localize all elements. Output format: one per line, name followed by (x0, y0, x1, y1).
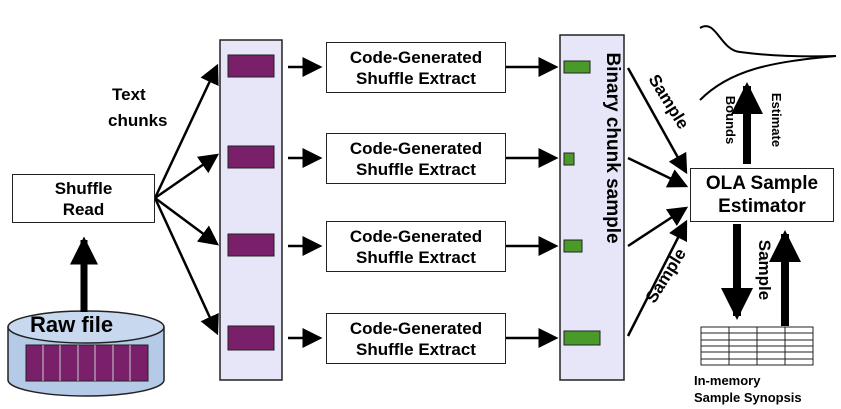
extract-box-3: Code-Generated Shuffle Extract (326, 221, 506, 272)
binary-sample-chunk (563, 239, 583, 253)
extract-label-line2: Shuffle Extract (356, 68, 476, 88)
binary-sample-chunk (563, 330, 601, 346)
synopsis-label-line1: In-memory (694, 373, 761, 388)
extract-label-line1: Code-Generated (349, 226, 483, 246)
synopsis-table (700, 326, 814, 366)
chunk-to-extract-arrows (288, 57, 323, 348)
text-chunks-line1: Text (112, 85, 146, 104)
bounds-label: Bounds (723, 95, 738, 145)
text-chunk (227, 233, 275, 257)
extract-box-2: Code-Generated Shuffle Extract (326, 133, 506, 184)
shuffle-read-label-line1: Shuffle (54, 178, 113, 198)
ola-estimator-box: OLA Sample Estimator (690, 168, 834, 222)
synopsis-label: In-memory Sample Synopsis (694, 372, 802, 406)
ola-label-line2: Estimator (718, 196, 806, 217)
shuffle-read-label-line2: Read (62, 199, 105, 219)
binary-to-ola-arrows (626, 67, 689, 337)
text-chunks-line2: chunks (108, 111, 168, 130)
extract-box-4: Code-Generated Shuffle Extract (326, 313, 506, 364)
extract-label-line1: Code-Generated (349, 138, 483, 158)
text-chunk-column (219, 39, 283, 381)
extract-to-binary-arrows (506, 57, 559, 348)
confidence-bounds-curves (699, 25, 837, 101)
binary-chunk-column (559, 34, 625, 381)
text-chunk (227, 145, 275, 169)
text-chunk (227, 54, 275, 78)
text-chunk (227, 325, 275, 351)
binary-sample-chunk (563, 152, 575, 166)
extract-label-line1: Code-Generated (349, 318, 483, 338)
binary-chunk-sample-label: Binary chunk sample (602, 52, 623, 244)
extract-label-line2: Shuffle Extract (356, 339, 476, 359)
fan-arrows (153, 63, 220, 336)
extract-label-line2: Shuffle Extract (356, 159, 476, 179)
synopsis-label-line2: Sample Synopsis (694, 390, 802, 405)
text-chunks-label: Text chunks (108, 82, 168, 134)
ola-label-line1: OLA Sample (705, 173, 819, 194)
shuffle-read-box: Shuffle Read (12, 174, 155, 223)
extract-label-line2: Shuffle Extract (356, 247, 476, 267)
raw-file-label: Raw file (30, 312, 114, 337)
estimate-label: Estimate (769, 92, 784, 148)
extract-box-1: Code-Generated Shuffle Extract (326, 42, 506, 93)
sample-label-vertical: Sample (755, 239, 774, 301)
extract-label-line1: Code-Generated (349, 47, 483, 67)
binary-sample-chunk (563, 60, 591, 74)
raw-file-records (25, 344, 149, 382)
